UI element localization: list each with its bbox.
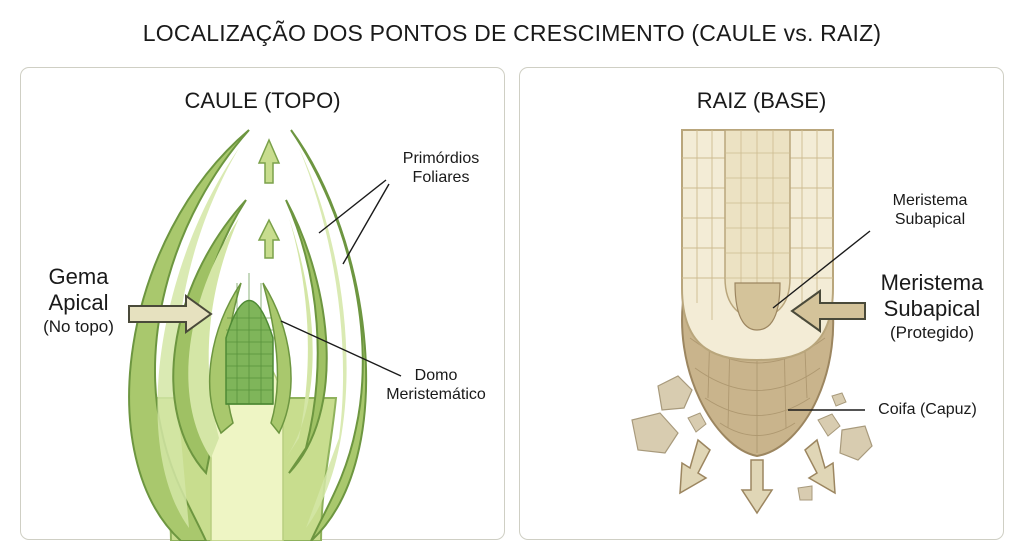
leaf-outer-left-inner <box>157 148 239 528</box>
root-cortex-cells <box>682 130 833 320</box>
apical-bud-label: Gema Apical (No topo) <box>21 264 136 337</box>
leaf-inner-right <box>262 282 292 435</box>
soil-particle-7 <box>797 485 813 501</box>
apical-bud-label-line3: (No topo) <box>43 316 114 336</box>
root-panel-title: RAIZ (BASE) <box>696 88 827 113</box>
growth-arrow-lower <box>257 218 281 259</box>
apical-bud-label-line1: Gema <box>48 264 109 289</box>
stem-panel: CAULE (TOPO) <box>20 67 505 541</box>
primordia-leader-1 <box>318 179 387 234</box>
diagram-title: LOCALIZAÇÃO DOS PONTOS DE CRESCIMENTO (C… <box>142 20 882 46</box>
apical-bud-label-line2: Apical <box>48 290 109 316</box>
root-tip-illustration <box>631 129 873 515</box>
growth-arrow-left <box>679 438 711 495</box>
protected-meristem-label-line2: Subapical <box>883 296 981 322</box>
leaf-primordia-label-line1: Primórdios <box>402 150 480 167</box>
subapical-meristem-label-line1: Meristema <box>892 192 968 209</box>
soil-particle-6 <box>839 425 873 461</box>
leaf-primordia-label-line2: Foliares <box>412 168 470 186</box>
growth-arrow-upper <box>257 138 281 184</box>
protected-meristem-label-line3: (Protegido) <box>889 322 975 342</box>
protected-meristem-label-line1: Meristema <box>880 270 984 295</box>
soil-particle-2 <box>631 412 679 454</box>
growth-arrow-right <box>804 438 836 495</box>
subapical-meristem-label-line2: Subapical <box>894 210 966 228</box>
meristematic-dome-label: Domo Meristemático <box>371 367 501 405</box>
leaf-mid-right-inner <box>286 218 313 458</box>
root-panel: RAIZ (BASE) <box>519 67 1004 540</box>
dome-leader <box>280 320 402 377</box>
root-cap-label: Coifa (Capuz) <box>878 401 977 418</box>
soil-particle-5 <box>817 413 841 437</box>
leaf-mid-right <box>285 199 328 474</box>
primordia-leader-2 <box>342 183 390 265</box>
growth-arrow-center <box>740 459 774 515</box>
leaf-mid-left-inner <box>188 218 239 458</box>
stem-panel-title: CAULE (TOPO) <box>184 88 341 113</box>
subapical-meristem-label: Meristema Subapical <box>865 192 995 230</box>
subapical-leader <box>772 230 871 309</box>
shoot-apex-illustration <box>128 129 402 541</box>
leaf-outer-right <box>290 129 367 541</box>
meristem-dome <box>225 273 274 405</box>
soil-particle-4 <box>831 392 847 407</box>
protected-meristem-label: Meristema Subapical (Protegido) <box>862 270 1002 343</box>
leaf-primordia-label: Primórdios Foliares <box>371 150 511 188</box>
apical-bud-arrow <box>128 294 213 334</box>
subapical-meristem <box>734 282 781 331</box>
meristematic-dome-label-line1: Domo <box>414 367 458 384</box>
meristematic-dome-label-line2: Meristemático <box>386 385 486 403</box>
subapical-arrow <box>790 289 866 333</box>
soil-particle-3 <box>687 412 707 433</box>
soil-particle-1 <box>657 375 693 411</box>
